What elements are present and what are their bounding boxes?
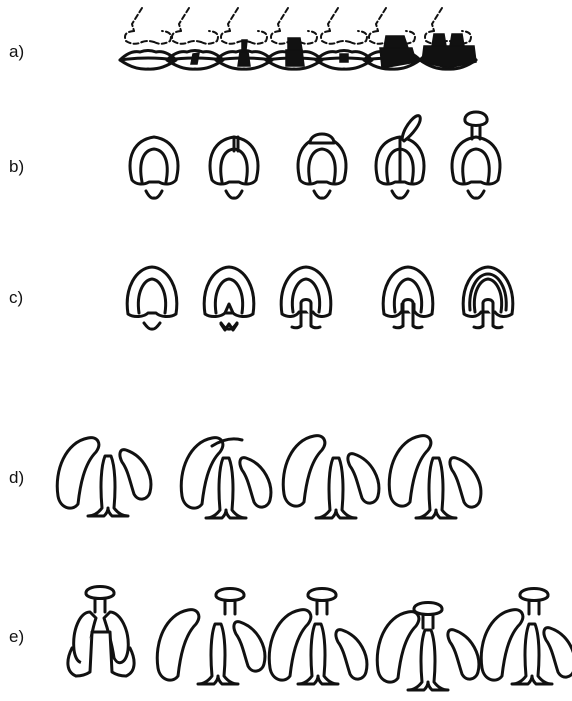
row-d-figure-3 bbox=[281, 434, 381, 520]
row-e-figure-5 bbox=[479, 587, 572, 686]
row-d-diagrams bbox=[55, 434, 483, 520]
row-label-b: b) bbox=[9, 157, 25, 176]
row-label-a: a) bbox=[9, 42, 25, 61]
row-b-figure-4 bbox=[374, 114, 426, 200]
row-b-diagrams bbox=[128, 110, 502, 200]
row-a-figure-5 bbox=[314, 6, 374, 71]
row-a-figure-2 bbox=[165, 6, 225, 71]
row-d-figure-1 bbox=[55, 436, 153, 518]
row-b-figure-3 bbox=[296, 132, 348, 200]
row-e-figure-3 bbox=[267, 587, 369, 686]
row-a-figure-4 bbox=[264, 6, 324, 71]
row-c-diagrams bbox=[125, 265, 515, 332]
row-e-figure-1 bbox=[66, 585, 136, 678]
row-a-diagrams bbox=[118, 6, 478, 71]
row-c-figure-3 bbox=[279, 265, 333, 330]
row-e-figure-4 bbox=[375, 601, 481, 692]
row-d-figure-4 bbox=[387, 434, 483, 520]
row-b-figure-5 bbox=[450, 110, 502, 200]
row-c-figure-2 bbox=[202, 265, 256, 332]
row-label-d: d) bbox=[9, 468, 25, 487]
row-d-figure-2 bbox=[179, 436, 273, 520]
row-a-figure-3 bbox=[214, 6, 274, 71]
row-a-figure-7 bbox=[418, 6, 478, 71]
row-e-diagrams bbox=[66, 585, 572, 692]
row-label-c: c) bbox=[9, 288, 24, 307]
row-c-figure-5 bbox=[461, 265, 515, 330]
row-label-e: e) bbox=[9, 627, 25, 646]
row-c-figure-1 bbox=[125, 265, 179, 331]
row-b-figure-1 bbox=[128, 135, 180, 200]
row-e-figure-2 bbox=[155, 587, 267, 686]
row-c-figure-4 bbox=[381, 265, 435, 330]
row-a-figure-6 bbox=[362, 6, 422, 71]
row-b-figure-2 bbox=[208, 135, 260, 200]
